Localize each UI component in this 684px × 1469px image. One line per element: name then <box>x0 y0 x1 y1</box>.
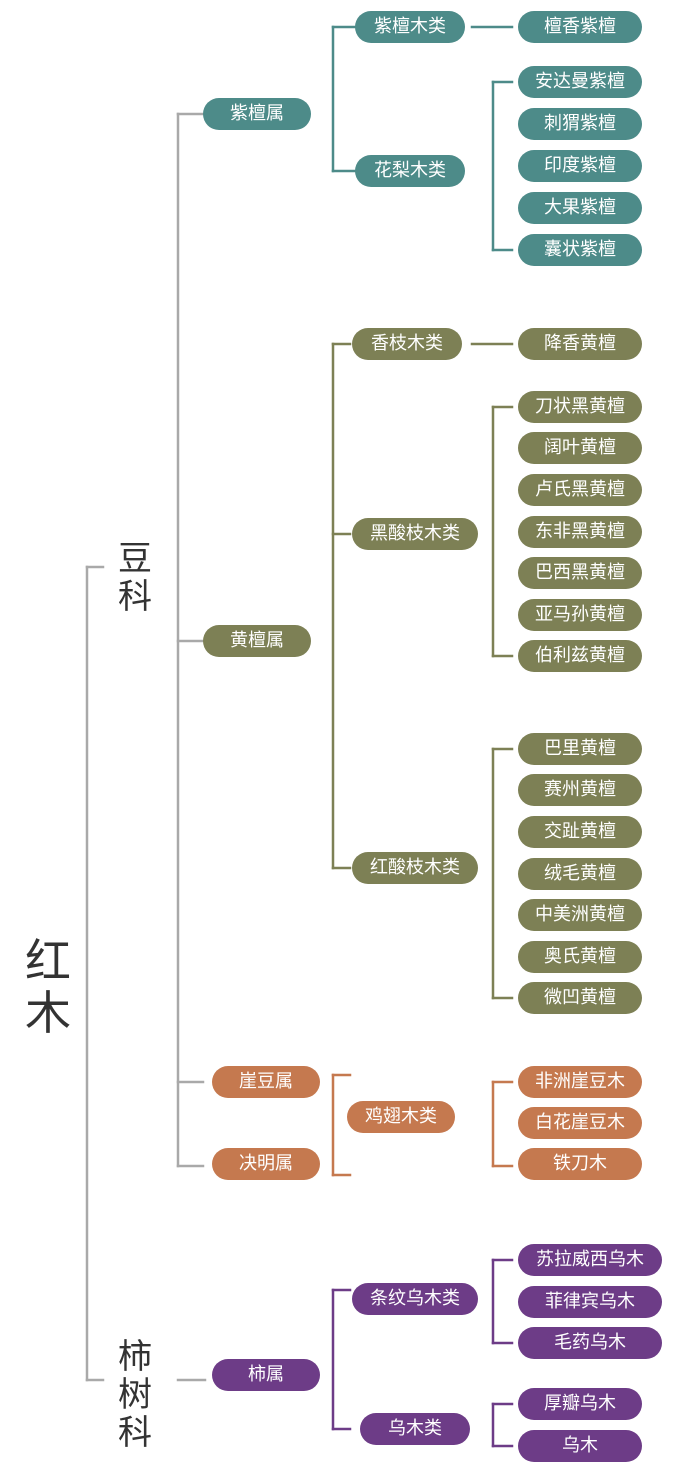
species-node: 交趾黄檀 <box>518 816 642 848</box>
group-wumu: 乌木类 <box>360 1413 470 1445</box>
family-legume: 豆 科 <box>113 540 157 616</box>
species-node: 绒毛黄檀 <box>518 858 642 890</box>
species-node: 铁刀木 <box>518 1148 642 1180</box>
root-char: 木 <box>25 986 71 1040</box>
species-node: 中美洲黄檀 <box>518 899 642 931</box>
group-tiaowenwumu: 条纹乌木类 <box>352 1283 478 1315</box>
species-node: 微凹黄檀 <box>518 982 642 1014</box>
genus-yadou: 崖豆属 <box>212 1066 320 1098</box>
species-node: 大果紫檀 <box>518 192 642 224</box>
family-ebony: 柿 树 科 <box>113 1338 157 1452</box>
family-char: 科 <box>118 1413 152 1453</box>
group-xiangzhimu: 香枝木类 <box>352 328 462 360</box>
family-char: 树 <box>118 1375 152 1415</box>
species-node: 东非黑黄檀 <box>518 516 642 548</box>
species-node: 巴里黄檀 <box>518 733 642 765</box>
group-zitanmu: 紫檀木类 <box>355 11 465 43</box>
family-char: 柿 <box>118 1337 152 1377</box>
species-node: 毛药乌木 <box>518 1327 662 1359</box>
species-node: 苏拉威西乌木 <box>518 1244 662 1276</box>
genus-shi: 柿属 <box>212 1359 320 1391</box>
family-char: 科 <box>118 577 152 617</box>
species-node: 菲律宾乌木 <box>518 1286 662 1318</box>
species-node: 刺猬紫檀 <box>518 108 642 140</box>
species-node: 赛州黄檀 <box>518 774 642 806</box>
species-node: 卢氏黑黄檀 <box>518 474 642 506</box>
species-node: 巴西黑黄檀 <box>518 557 642 589</box>
species-node: 亚马孙黄檀 <box>518 599 642 631</box>
species-node: 伯利兹黄檀 <box>518 640 642 672</box>
species-node: 阔叶黄檀 <box>518 432 642 464</box>
species-node: 降香黄檀 <box>518 328 642 360</box>
genus-jueming: 决明属 <box>212 1148 320 1180</box>
group-hualimu: 花梨木类 <box>355 155 465 187</box>
group-heisuanzhimu: 黑酸枝木类 <box>352 518 478 550</box>
species-node: 奥氏黄檀 <box>518 941 642 973</box>
group-jichimu: 鸡翅木类 <box>347 1101 455 1133</box>
root-char: 红 <box>25 934 71 988</box>
genus-huangtan: 黄檀属 <box>203 625 311 657</box>
species-node: 白花崖豆木 <box>518 1107 642 1139</box>
species-node: 乌木 <box>518 1430 642 1462</box>
species-node: 厚瓣乌木 <box>518 1388 642 1420</box>
genus-zitan: 紫檀属 <box>203 98 311 130</box>
species-node: 刀状黑黄檀 <box>518 391 642 423</box>
family-char: 豆 <box>118 539 152 579</box>
species-node: 檀香紫檀 <box>518 11 642 43</box>
group-hongsuanzhimu: 红酸枝木类 <box>352 852 478 884</box>
species-node: 安达曼紫檀 <box>518 66 642 98</box>
species-node: 囊状紫檀 <box>518 234 642 266</box>
species-node: 印度紫檀 <box>518 150 642 182</box>
root-label: 红 木 <box>18 935 78 1039</box>
species-node: 非洲崖豆木 <box>518 1066 642 1098</box>
